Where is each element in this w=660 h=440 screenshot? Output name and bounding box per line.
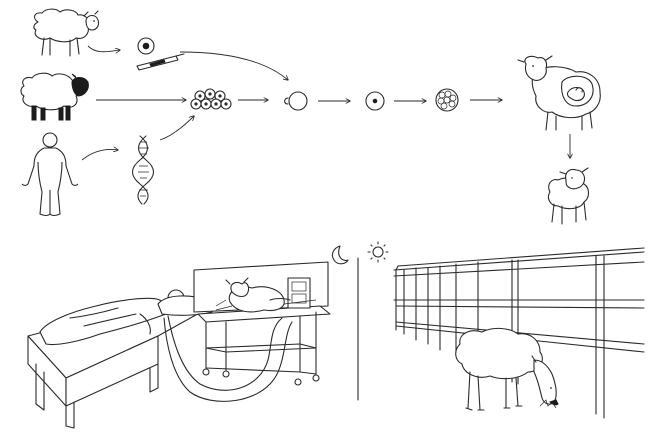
arrow-pipette-to-egg [179, 51, 288, 80]
black-faced-sheep [20, 72, 89, 121]
dna-helix [131, 135, 155, 205]
moon-icon [331, 245, 349, 265]
morula [435, 88, 459, 112]
enucleated-eggs [190, 88, 232, 110]
udder-cell [137, 37, 155, 55]
arrow-human-to-dna [81, 149, 118, 161]
fence [393, 247, 645, 419]
arrow-sheep-to-cell [87, 45, 120, 52]
human-figure [21, 132, 79, 217]
arrow-dna-to-eggs [159, 116, 194, 141]
single-cell-embryo [365, 91, 385, 111]
connecting-tubes [163, 297, 293, 402]
sun-icon [367, 241, 389, 263]
hospital-bed [27, 295, 213, 429]
pipette [136, 53, 185, 71]
fused-egg [284, 91, 308, 111]
ground-grass [539, 399, 557, 409]
cloned-lamb [547, 167, 590, 225]
lying-lamb [215, 277, 317, 313]
grazing-sheep [455, 327, 559, 411]
surrogate-ewe [517, 55, 601, 131]
monitor-device [287, 277, 311, 309]
white-faced-sheep [33, 8, 100, 57]
